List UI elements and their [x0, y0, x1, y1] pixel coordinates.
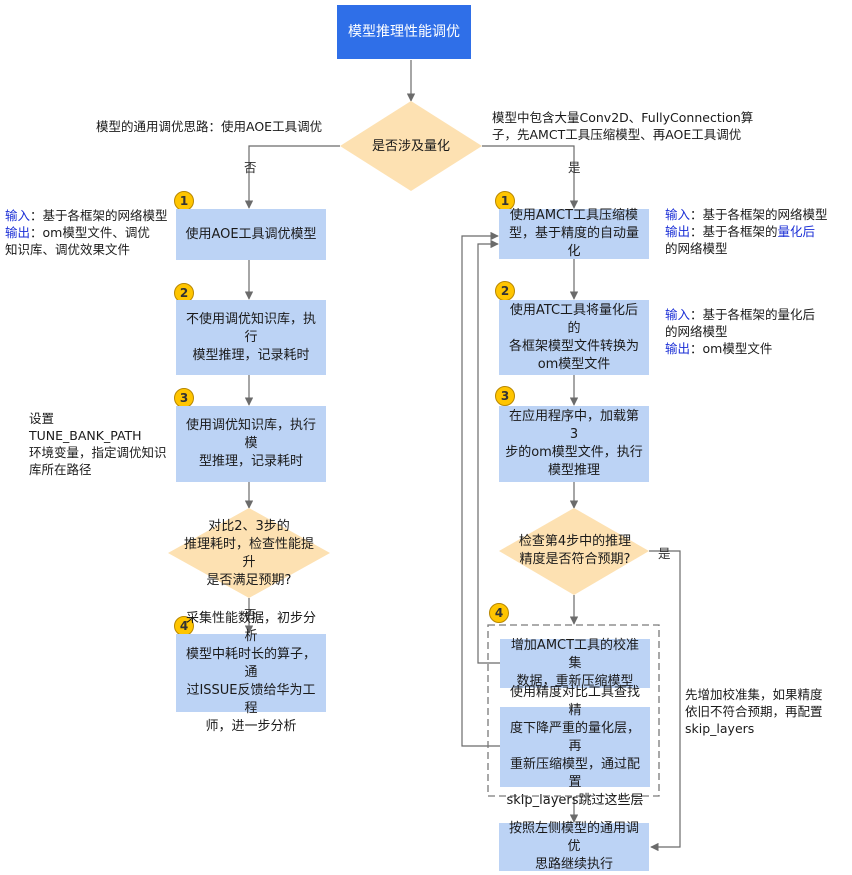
no-label-left: 否 — [244, 607, 257, 622]
right1-output-highlight: 量化后 — [777, 224, 816, 239]
left-step3-line1: 使用调优知识库，执行模 — [185, 418, 316, 451]
right-step3-line3: 模型推理 — [547, 463, 600, 478]
right-step3-badge: 3 — [495, 386, 515, 406]
right2-output-text: ：om模型文件 — [690, 341, 773, 356]
left-step3-note-3: 环境变量，指定调优知识 — [29, 445, 167, 460]
right-step4b-line1: 使用精度对比工具查找精 — [509, 685, 640, 718]
left-input-label: 输入 — [5, 208, 31, 223]
right2-output-label: 输出 — [665, 341, 691, 356]
left-step3-line2: 型推理，记录耗时 — [198, 454, 303, 469]
right2-input-text-2: 的网络模型 — [665, 324, 728, 339]
left-step2-line1: 不使用调优知识库，执行 — [185, 311, 316, 345]
general-note: 模型的通用调优思路：使用AOE工具调优 — [96, 119, 323, 134]
right-step2-badge: 2 — [495, 281, 515, 301]
left-step2-box: 不使用调优知识库，执行 模型推理，记录耗时 — [176, 300, 326, 375]
left-decision-line1: 对比2、3步的 — [208, 519, 290, 534]
right-step4a-box: 增加AMCT工具的校准集 数据，重新压缩模型 — [500, 637, 650, 689]
right-step4a-line2: 数据，重新压缩模型 — [516, 673, 634, 689]
right-step2-io: 输入：基于各框架的量化后 的网络模型 输出：om模型文件 — [665, 306, 815, 357]
left-step4-line3: 过ISSUE反馈给华为工程 — [186, 683, 316, 716]
no-label-main: 否 — [244, 160, 257, 175]
arrow-loop-4a-to-1 — [477, 239, 500, 664]
right-step1-box: 使用AMCT工具压缩模 型，基于精度的自动量化 — [499, 208, 649, 259]
left-step1-text: 使用AOE工具调优模型 — [185, 226, 317, 242]
left-decision-line3: 是否满足预期? — [206, 573, 292, 588]
right-decision-line2: 精度是否符合预期? — [519, 552, 631, 567]
right-decision-text: 检查第4步中的推理 精度是否符合预期? — [510, 532, 640, 570]
left-step4-line4: 师，进一步分析 — [205, 719, 297, 734]
left-step3-badge: 3 — [174, 388, 194, 408]
right-decision-line1: 检查第4步中的推理 — [518, 534, 632, 549]
right-step4-note: 先增加校准集，如果精度 依旧不符合预期，再配置 skip_layers — [685, 686, 823, 737]
right-step2-box: 使用ATC工具将量化后的 各框架模型文件转换为 om模型文件 — [499, 300, 649, 375]
right1-input-text: ：基于各框架的网络模型 — [690, 207, 828, 222]
right-step3-box: 在应用程序中，加载第3 步的om模型文件，执行 模型推理 — [499, 406, 649, 482]
right-step1-line1: 使用AMCT工具压缩模 — [509, 208, 639, 223]
right-step4b-line2: 度下降严重的量化层，再 — [509, 721, 640, 754]
right-step3-line1: 在应用程序中，加载第3 — [508, 409, 639, 442]
left-output-text-2: 知识库、调优效果文件 — [5, 242, 131, 257]
left-step4-line1: 采集性能数据，初步分析 — [185, 611, 316, 644]
left-step3-note-4: 库所在路径 — [29, 462, 92, 477]
right-final-line2: 思路继续执行 — [534, 857, 613, 872]
right-final-line1: 按照左侧模型的通用调优 — [508, 821, 639, 854]
yes-label-right: 是 — [658, 546, 671, 561]
right-step4-badge: 4 — [489, 603, 509, 623]
right1-output-pre: ：基于各框架的 — [690, 224, 778, 239]
right-step2-line3: om模型文件 — [537, 356, 611, 372]
decision-main-shape — [340, 101, 482, 191]
left-decision-line2: 推理耗时，检查性能提升 — [184, 537, 315, 570]
left-step3-note-1: 设置 — [29, 411, 55, 426]
left-decision-text: 对比2、3步的 推理耗时，检查性能提升 是否满足预期? — [184, 519, 315, 588]
left-output-text-1: ：om模型文件、调优 — [30, 225, 150, 240]
decision-left-shape — [168, 508, 330, 598]
left-step4-line2: 模型中耗时长的算子，通 — [185, 647, 316, 680]
yes-label-main: 是 — [568, 160, 581, 175]
right-step4b-line4: skip_layers跳过这些层 — [506, 793, 644, 808]
left-step3-note: 设置 TUNE_BANK_PATH 环境变量，指定调优知识 库所在路径 — [29, 410, 167, 478]
arrow-loop-4b-to-1 — [461, 231, 500, 747]
title-node: 模型推理性能调优 — [337, 5, 471, 59]
left-output-label: 输出 — [5, 225, 31, 240]
conv-note: 模型中包含大量Conv2D、FullyConnection算 子，先AMCT工具… — [492, 109, 753, 143]
left-step3-note-2: TUNE_BANK_PATH — [29, 428, 142, 443]
conv-note-line1: 模型中包含大量Conv2D、FullyConnection算 — [492, 110, 754, 125]
arrow-yes-branch — [482, 145, 579, 209]
arrow-no-branch — [244, 145, 340, 209]
right-step4b-box: 使用精度对比工具查找精 度下降严重的量化层，再 重新压缩模型，通过配置 skip… — [500, 685, 650, 808]
right1-output-label: 输出 — [665, 224, 691, 239]
right-step4-note-1: 先增加校准集，如果精度 — [685, 687, 823, 702]
right-step1-line2: 型，基于精度的自动量化 — [508, 226, 639, 259]
left-step1-box: 使用AOE工具调优模型 — [176, 209, 326, 260]
right2-input-text-1: ：基于各框架的量化后 — [690, 307, 816, 322]
decision-right-shape — [499, 508, 649, 595]
decision-main-text: 是否涉及量化 — [371, 139, 450, 154]
right-step4-note-2: 依旧不符合预期，再配置 — [685, 704, 823, 719]
right-step2-line1: 使用ATC工具将量化后的 — [509, 302, 639, 336]
left-step1-badge: 1 — [174, 191, 194, 211]
left-step3-box: 使用调优知识库，执行模 型推理，记录耗时 — [176, 406, 326, 482]
conv-note-line2: 子，先AMCT工具压缩模型、再AOE工具调优 — [492, 127, 742, 142]
right-step2-line2: 各框架模型文件转换为 — [508, 338, 639, 354]
arrow-yes-to-final — [649, 550, 681, 852]
left-step4-box: 采集性能数据，初步分析 模型中耗时长的算子，通 过ISSUE反馈给华为工程 师，… — [176, 611, 326, 734]
left-step1-io: 输入：基于各框架的网络模型 输出：om模型文件、调优 知识库、调优效果文件 — [5, 207, 168, 258]
right-step4a-line1: 增加AMCT工具的校准集 — [510, 637, 640, 671]
right-step3-line2: 步的om模型文件，执行 — [505, 445, 643, 460]
right-final-box: 按照左侧模型的通用调优 思路继续执行 — [499, 821, 649, 872]
right1-input-label: 输入 — [665, 207, 691, 222]
right-step4-note-3: skip_layers — [685, 721, 755, 736]
right-step4b-line3: 重新压缩模型，通过配置 — [509, 757, 640, 790]
step4-group-frame — [487, 624, 660, 797]
left-step2-line2: 模型推理，记录耗时 — [192, 347, 310, 363]
right2-input-label: 输入 — [665, 307, 691, 322]
left-input-text: ：基于各框架的网络模型 — [30, 208, 168, 223]
right-step1-io: 输入：基于各框架的网络模型 输出：基于各框架的量化后 的网络模型 — [665, 206, 828, 257]
right1-output-post: 的网络模型 — [665, 241, 728, 256]
